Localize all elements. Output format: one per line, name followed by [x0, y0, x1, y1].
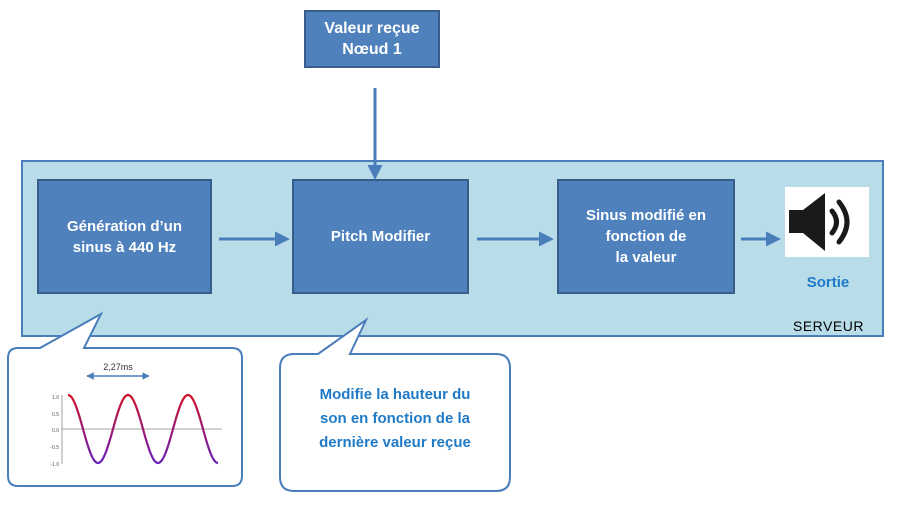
y-tick-label: 0.5: [52, 412, 59, 418]
sine-plot-callout: [7, 311, 243, 487]
input-node-line1: Valeur reçue: [324, 20, 420, 37]
pitch-note-line3: dernière valeur reçue: [319, 434, 471, 451]
output-label: Sortie: [806, 274, 850, 291]
y-tick-label: 0.0: [52, 428, 59, 434]
sine-wave: [67, 393, 219, 465]
speaker-icon: [785, 187, 869, 257]
pitch-note-callout: [279, 316, 511, 492]
pitch-note-line2: son en fonction de la: [319, 410, 470, 427]
y-tick-label: 1.0: [52, 395, 59, 401]
period-label: 2,27ms: [103, 362, 133, 372]
y-tick-label: -0.5: [50, 445, 59, 451]
y-tick-label: -1.0: [50, 462, 59, 468]
sine-generator-line1: Génération d’un: [66, 217, 182, 235]
modified-sine-line2: fonction de: [605, 228, 687, 245]
sine-wave-plot: 2,27ms 1.0 0.5 0.0 -0.5 -1.0: [50, 362, 222, 468]
pitch-note-line1: Modifie la hauteur du: [319, 386, 471, 403]
server-label: SERVEUR: [793, 318, 864, 334]
sine-generator-line2: sinus à 440 Hz: [72, 238, 177, 256]
sine-generator-block: Génération d’un sinus à 440 Hz: [37, 179, 212, 294]
modified-sine-line3: la valeur: [615, 249, 677, 266]
pitch-modifier-label: Pitch Modifier: [330, 228, 431, 245]
modified-sine-line1: Sinus modifié en: [585, 207, 706, 224]
input-node-box: Valeur reçue Nœud 1: [304, 10, 440, 68]
input-node-line2: Nœud 1: [342, 41, 402, 58]
modified-sine-block: Sinus modifié en fonction de la valeur: [557, 179, 735, 294]
pitch-modifier-block: Pitch Modifier: [292, 179, 469, 294]
pitch-note-text: Modifie la hauteur du son en fonction de…: [282, 383, 508, 455]
